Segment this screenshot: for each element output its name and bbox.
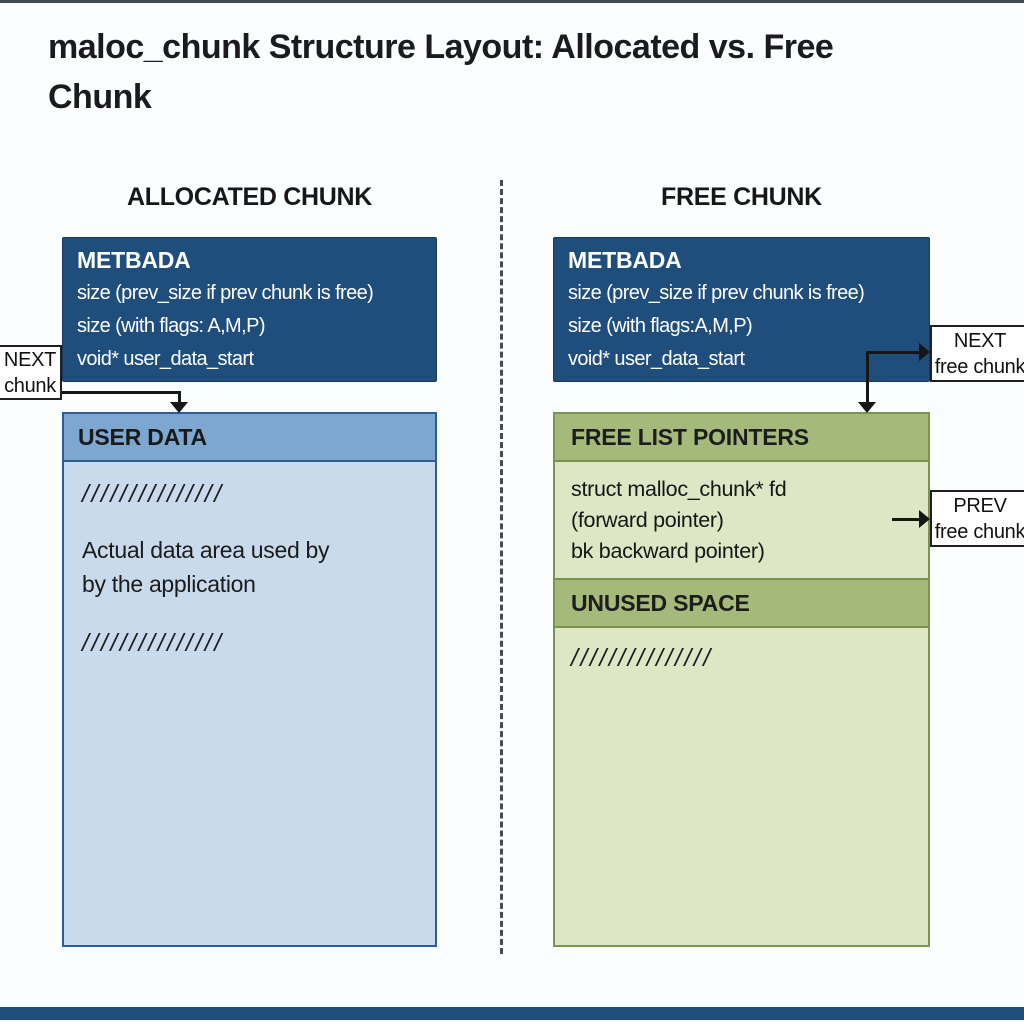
free-list-line: (forward pointer) [571, 508, 724, 532]
user-data-text-line: by the application [82, 571, 256, 597]
metadata-box-free: METBADA size (prev_size if prev chunk is… [553, 237, 930, 382]
arrow-segment [178, 391, 181, 404]
bottom-edge-bar [0, 1007, 1024, 1020]
arrowhead-right-icon [919, 343, 930, 361]
label-line: free chunk [934, 520, 1024, 543]
arrow-segment [892, 518, 920, 521]
label-line: chunk [4, 374, 56, 397]
arrowhead-down-icon [858, 402, 876, 413]
metadata-box-allocated: METBADA size (prev_size if prev chunk is… [62, 237, 437, 382]
metadata-line: size (prev_size if prev chunk is free) [77, 282, 374, 304]
label-prev-free-chunk: PREV free chunk [930, 490, 1024, 547]
top-edge-line [0, 0, 1024, 3]
free-chunk-box: FREE LIST POINTERS struct malloc_chunk* … [553, 412, 930, 947]
dashed-divider [500, 180, 503, 954]
metadata-line: size (prev_size if prev chunk is free) [568, 282, 865, 304]
arrow-segment [866, 351, 869, 404]
hatch-marks-top: /////////////// [82, 480, 224, 508]
user-data-body: /////////////// Actual data area used by… [64, 462, 435, 658]
label-next-free-chunk: NEXT free chunk [930, 325, 1024, 382]
arrow-segment [866, 351, 920, 354]
metadata-line: size (with flags: A,M,P) [77, 315, 265, 337]
free-list-line: struct malloc_chunk* fd [571, 477, 787, 501]
label-next-chunk: NEXT chunk [0, 345, 62, 400]
hatch-marks: /////////////// [571, 644, 713, 672]
metadata-title: METBADA [568, 247, 682, 273]
hatch-marks-bottom: /////////////// [82, 629, 224, 657]
metadata-line: void* user_data_start [77, 348, 254, 370]
metadata-title: METBADA [77, 247, 191, 273]
metadata-line: void* user_data_start [568, 348, 745, 370]
metadata-line: size (with flags:A,M,P) [568, 315, 753, 337]
free-list-header: FREE LIST POINTERS [555, 414, 928, 462]
free-list-body: struct malloc_chunk* fd (forward pointer… [555, 462, 928, 580]
column-header-allocated: ALLOCATED CHUNK [126, 183, 372, 211]
user-data-text: Actual data area used by by the applicat… [82, 533, 417, 601]
label-line: PREV [953, 494, 1007, 517]
page-title: maloc_chunk Structure Layout: Allocated … [48, 28, 834, 116]
column-header-free: FREE CHUNK [661, 183, 822, 211]
label-line: free chunk [934, 355, 1024, 378]
arrowhead-down-icon [170, 402, 188, 413]
unused-space-header: UNUSED SPACE [555, 580, 928, 628]
arrow-segment [62, 391, 180, 394]
user-data-header: USER DATA [64, 414, 435, 462]
arrowhead-right-icon [919, 510, 930, 528]
free-list-line: bk backward pointer) [571, 539, 765, 563]
label-line: NEXT [953, 329, 1007, 352]
label-line: NEXT [3, 348, 57, 371]
unused-space-body: /////////////// [555, 628, 928, 689]
user-data-text-line: Actual data area used by [82, 537, 330, 563]
user-data-box: USER DATA /////////////// Actual data ar… [62, 412, 437, 947]
